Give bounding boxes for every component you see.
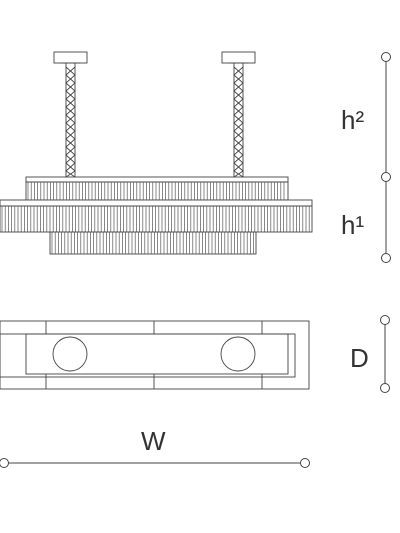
dimension-label-width: W (141, 426, 166, 456)
width-left-node (0, 458, 9, 468)
lower-tier-fringe (49, 231, 257, 255)
width-right-node (300, 458, 310, 468)
upper-crystal-rods (27, 182, 285, 200)
depth-bottom-node (380, 383, 390, 393)
dimension-lines (0, 52, 391, 468)
right-canopy-plan (220, 336, 256, 372)
left-canopy-plan (52, 336, 88, 372)
dimension-label-h2: h² (341, 105, 365, 135)
inner-frame (0, 333, 296, 378)
outer-frame (0, 320, 310, 390)
left-chain (65, 63, 76, 178)
h-mid-node (381, 172, 391, 182)
right-chain (233, 63, 244, 178)
center-plate (25, 333, 289, 375)
right-canopy (221, 51, 256, 64)
main-crystal-rods (1, 206, 310, 232)
depth-top-node (380, 315, 390, 325)
front-view (0, 51, 313, 255)
dimension-label-depth: D (350, 343, 369, 373)
upper-tier-band (25, 176, 289, 183)
dimension-label-h1: h¹ (341, 210, 365, 240)
left-canopy (53, 51, 88, 64)
top-view (0, 320, 310, 390)
main-tier-band (0, 199, 313, 207)
h1-bottom-node (381, 253, 391, 263)
lower-crystal-rods (51, 232, 254, 254)
h2-top-node (381, 52, 391, 62)
